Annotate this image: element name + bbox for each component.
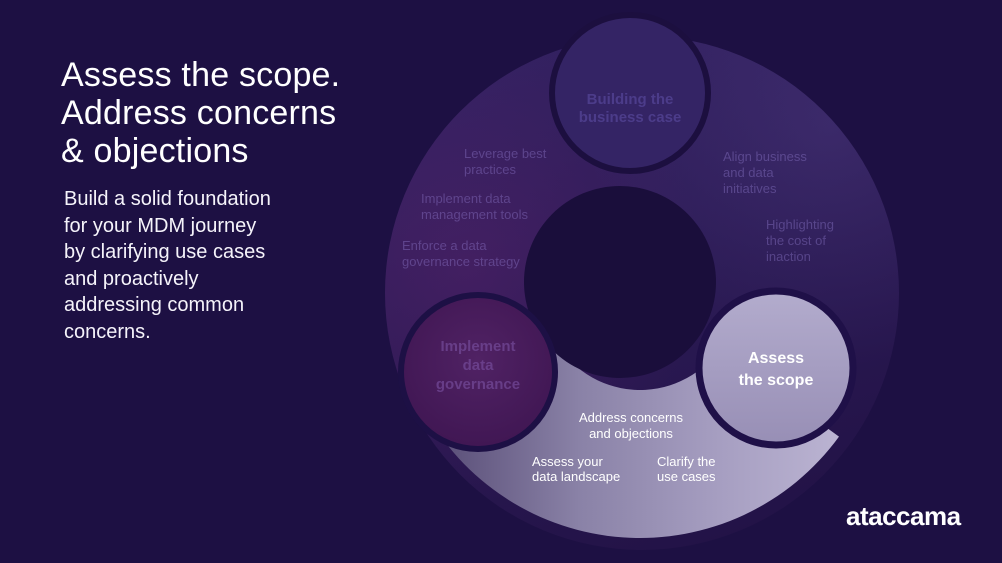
label-address-concerns: and objections (589, 426, 673, 441)
label-assess-data-landscape: data landscape (532, 469, 620, 484)
title-line: Assess the scope. (61, 56, 341, 94)
subtitle-line: for your MDM journey (64, 214, 257, 237)
label-align-business-and-data: Align business (723, 149, 807, 164)
node-assess-the-scope-circle (695, 287, 857, 449)
node-building-business-case-label: Building the (587, 91, 674, 108)
node-implement-data-governance-label: Implement (440, 338, 515, 355)
label-clarify-use-cases: use cases (657, 469, 716, 484)
label-address-concerns: Address concerns (579, 410, 684, 425)
label-assess-data-landscape: Assess your (532, 454, 603, 469)
node-assess-the-scope-label: Assess (748, 350, 804, 367)
subtitle-line: and proactively (64, 267, 199, 290)
label-highlighting-cost-of-inaction: Highlighting (766, 217, 834, 232)
page-title: Assess the scope. Address concerns & obj… (61, 56, 340, 170)
subtitle-line: Build a solid foundation (64, 188, 271, 210)
label-implement-data-management-tools: Implement data (421, 191, 511, 206)
label-leverage-best-practices: practices (464, 162, 517, 177)
subtitle-line: addressing common (64, 294, 245, 316)
label-clarify-use-cases: Clarify the (657, 454, 716, 469)
label-enforce-governance-strategy: Enforce a data (402, 238, 487, 253)
title-line: Address concerns (61, 94, 337, 132)
label-align-business-and-data: initiatives (723, 181, 777, 196)
label-implement-data-management-tools: management tools (421, 207, 528, 222)
node-building-business-case-circle (549, 12, 711, 174)
label-leverage-best-practices: Leverage best (464, 146, 547, 161)
node-assess-the-scope-label: the scope (739, 372, 814, 389)
label-highlighting-cost-of-inaction: inaction (766, 249, 811, 264)
ring-hole (524, 186, 716, 378)
node-implement-data-governance: Implement data governance (398, 292, 558, 452)
title-line: & objections (61, 132, 249, 170)
subtitle-line: by clarifying use cases (64, 241, 266, 263)
label-enforce-governance-strategy: governance strategy (402, 254, 520, 269)
node-implement-data-governance-label: data (463, 357, 495, 374)
node-implement-data-governance-circle (398, 292, 558, 452)
page-subtitle: Build a solid foundation for your MDM jo… (64, 186, 271, 345)
ataccama-logo: ataccama (846, 501, 961, 531)
subtitle-line: concerns. (64, 320, 151, 343)
label-align-business-and-data: and data (723, 165, 774, 180)
node-building-business-case: Building the business case (549, 12, 711, 174)
active-step-labels: Address concerns and objections Assess y… (532, 410, 716, 484)
node-building-business-case-label: business case (579, 109, 682, 126)
label-highlighting-cost-of-inaction: the cost of (766, 233, 826, 248)
node-assess-the-scope: Assess the scope (695, 287, 857, 449)
faded-ring-labels: Leverage best practices Implement data m… (402, 146, 834, 269)
node-implement-data-governance-label: governance (436, 376, 520, 393)
